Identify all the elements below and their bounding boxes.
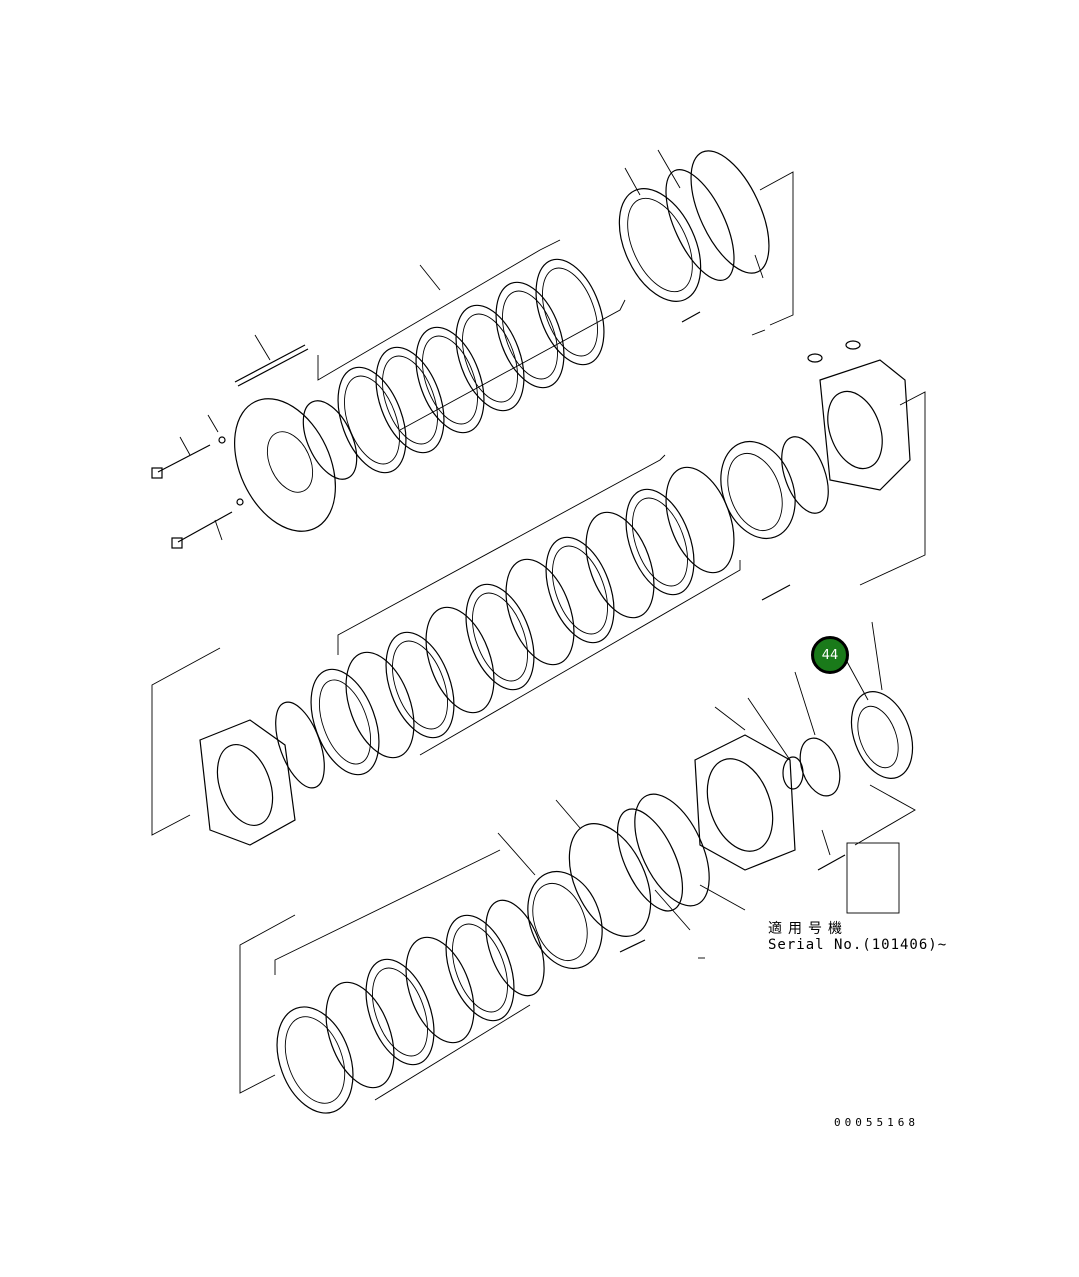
upper-clutch-pack xyxy=(234,239,626,474)
right-lower-parts xyxy=(694,621,916,914)
applicability-label-jp: 適用号機 xyxy=(768,921,848,937)
right-upper-housing xyxy=(720,340,926,601)
middle-clutch-pack xyxy=(337,454,741,759)
callout-44[interactable]: 44 xyxy=(811,636,849,674)
top-end-plate-and-rings xyxy=(618,149,794,336)
drawing-number: 00055168 xyxy=(834,1116,919,1129)
left-middle-housing xyxy=(151,647,380,846)
lower-clutch-pack xyxy=(239,793,746,1114)
serial-number-label: Serial No.(101406)~ xyxy=(768,937,948,953)
left-cover-assembly xyxy=(151,398,358,549)
